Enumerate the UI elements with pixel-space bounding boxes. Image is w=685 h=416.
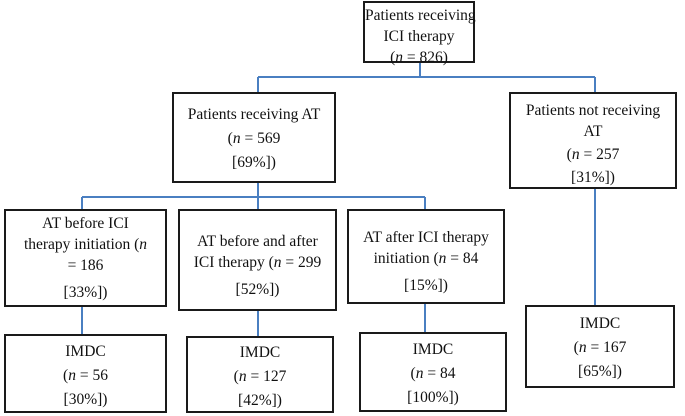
imdc-box-2: IMDC (n = 127 [42%]): [186, 336, 334, 413]
before-percent: [33%]): [63, 284, 108, 301]
before-count: = 186: [67, 257, 104, 274]
after-line2: initiation (n = 84: [373, 250, 479, 267]
root-box: Patients receiving ICI therapy (n = 826): [363, 1, 476, 66]
imdc-3-percent: [100%]): [407, 389, 459, 406]
imdc-box-1: IMDC (n = 56 [30%]): [4, 334, 167, 413]
root-line1: Patients receiving: [365, 7, 476, 24]
after-box: AT after ICI therapy initiation (n = 84 …: [347, 209, 505, 304]
imdc-box-3: IMDC (n = 84 [100%]): [359, 332, 507, 412]
imdc-2-percent: [42%]): [238, 392, 282, 409]
after-line1: AT after ICI therapy: [363, 229, 489, 246]
root-count: (n = 826): [390, 49, 448, 66]
imdc-1-percent: [30%]): [63, 391, 108, 408]
at-count: (n = 569: [227, 130, 281, 147]
before-box: AT before ICI therapy initiation (n = 18…: [4, 209, 167, 307]
not-at-box: Patients not receiving AT (n = 257 [31%]…: [509, 92, 677, 189]
imdc-1-count: (n = 56: [63, 367, 108, 384]
at-percent: [69%]): [232, 154, 276, 171]
at-box: Patients receiving AT (n = 569 [69%]): [172, 92, 336, 183]
imdc-4-count: (n = 167: [573, 339, 627, 356]
before-after-box: AT before and after ICI therapy (n = 299…: [178, 209, 337, 311]
before-after-percent: [52%]): [235, 281, 280, 298]
imdc-3-label: IMDC: [412, 341, 454, 358]
not-at-title: Patients not receiving: [525, 102, 661, 119]
before-line1: AT before ICI: [42, 215, 129, 232]
imdc-4-percent: [65%]): [578, 363, 622, 380]
not-at-count: (n = 257: [566, 146, 620, 163]
before-after-line2: ICI therapy (n = 299: [193, 254, 322, 271]
at-title: Patients receiving AT: [187, 106, 321, 123]
imdc-box-4: IMDC (n = 167 [65%]): [525, 305, 675, 388]
not-at-percent: [31%]): [571, 169, 615, 186]
after-percent: [15%]): [404, 277, 448, 294]
before-after-line1: AT before and after: [197, 233, 318, 250]
root-line2: ICI therapy: [383, 28, 455, 45]
imdc-2-count: (n = 127: [233, 368, 287, 385]
imdc-1-label: IMDC: [65, 343, 106, 360]
imdc-2-label: IMDC: [239, 344, 281, 361]
imdc-3-count: (n = 84: [410, 365, 456, 382]
before-line2: therapy initiation (n: [23, 236, 148, 253]
not-at-title-2: AT: [583, 123, 603, 140]
imdc-4-label: IMDC: [579, 315, 621, 332]
